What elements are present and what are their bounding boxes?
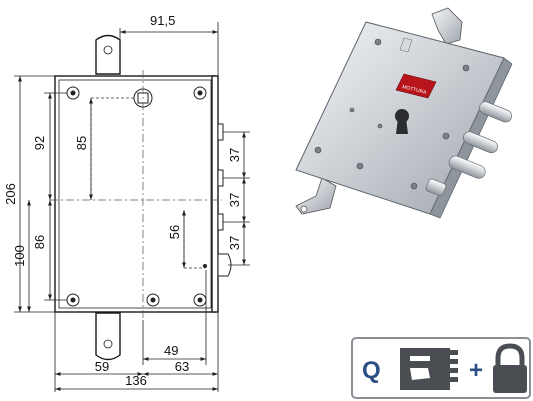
lock-case-icon <box>400 348 458 390</box>
dim-63: 63 <box>175 359 189 374</box>
photo-bolt <box>478 101 513 123</box>
dim-37-b: 37 <box>227 193 242 207</box>
case-screws <box>66 86 207 307</box>
latch-bolt <box>217 253 232 277</box>
photo-latch <box>425 178 447 197</box>
bolt-stub <box>217 213 224 231</box>
photo-screws <box>314 38 470 190</box>
lock-case-outline <box>54 75 216 313</box>
q-plus-lock-badge: Q + <box>351 337 531 399</box>
bolt-stub <box>217 123 224 141</box>
dim-59: 59 <box>95 359 109 374</box>
dim-100: 100 <box>12 245 27 267</box>
photo-bolts <box>425 101 513 197</box>
dim-85: 85 <box>74 136 89 150</box>
dim-91-5: 91,5 <box>150 13 175 28</box>
top-tab-hole <box>103 45 113 55</box>
bottom-mounting-tab <box>95 312 121 361</box>
lock-case-inner <box>58 79 212 309</box>
photo-bolt <box>462 131 498 154</box>
bolt-stub <box>217 169 224 187</box>
faceplate <box>211 75 219 313</box>
deadbolt-stubs <box>217 123 232 277</box>
photo-cylinder-keyhole <box>395 109 409 134</box>
photo-bottom-bracket <box>295 177 337 215</box>
dim-49: 49 <box>164 343 178 358</box>
dim-206: 206 <box>3 183 18 205</box>
top-mounting-tab <box>95 34 121 75</box>
badge-plus-sign: + <box>469 357 483 384</box>
dim-56: 56 <box>167 225 182 239</box>
photo-bolt <box>448 155 486 179</box>
badge-q-letter: Q <box>362 357 381 384</box>
dim-92: 92 <box>32 136 47 150</box>
lock-product-photo: MOTTURA <box>295 7 513 219</box>
photo-brand-text: MOTTURA <box>402 84 428 96</box>
padlock-icon <box>493 343 527 393</box>
dim-136: 136 <box>125 373 147 388</box>
front-view-drawing: 91,5 206 92 85 100 86 37 37 37 56 49 59 … <box>3 13 250 392</box>
bottom-tab-hole <box>103 339 113 349</box>
photo-top-bracket <box>431 7 463 45</box>
photo-brand-plate: MOTTURA <box>395 73 437 99</box>
dim-86: 86 <box>32 235 47 249</box>
dim-37-a: 37 <box>227 148 242 162</box>
dim-37-c: 37 <box>227 236 242 250</box>
